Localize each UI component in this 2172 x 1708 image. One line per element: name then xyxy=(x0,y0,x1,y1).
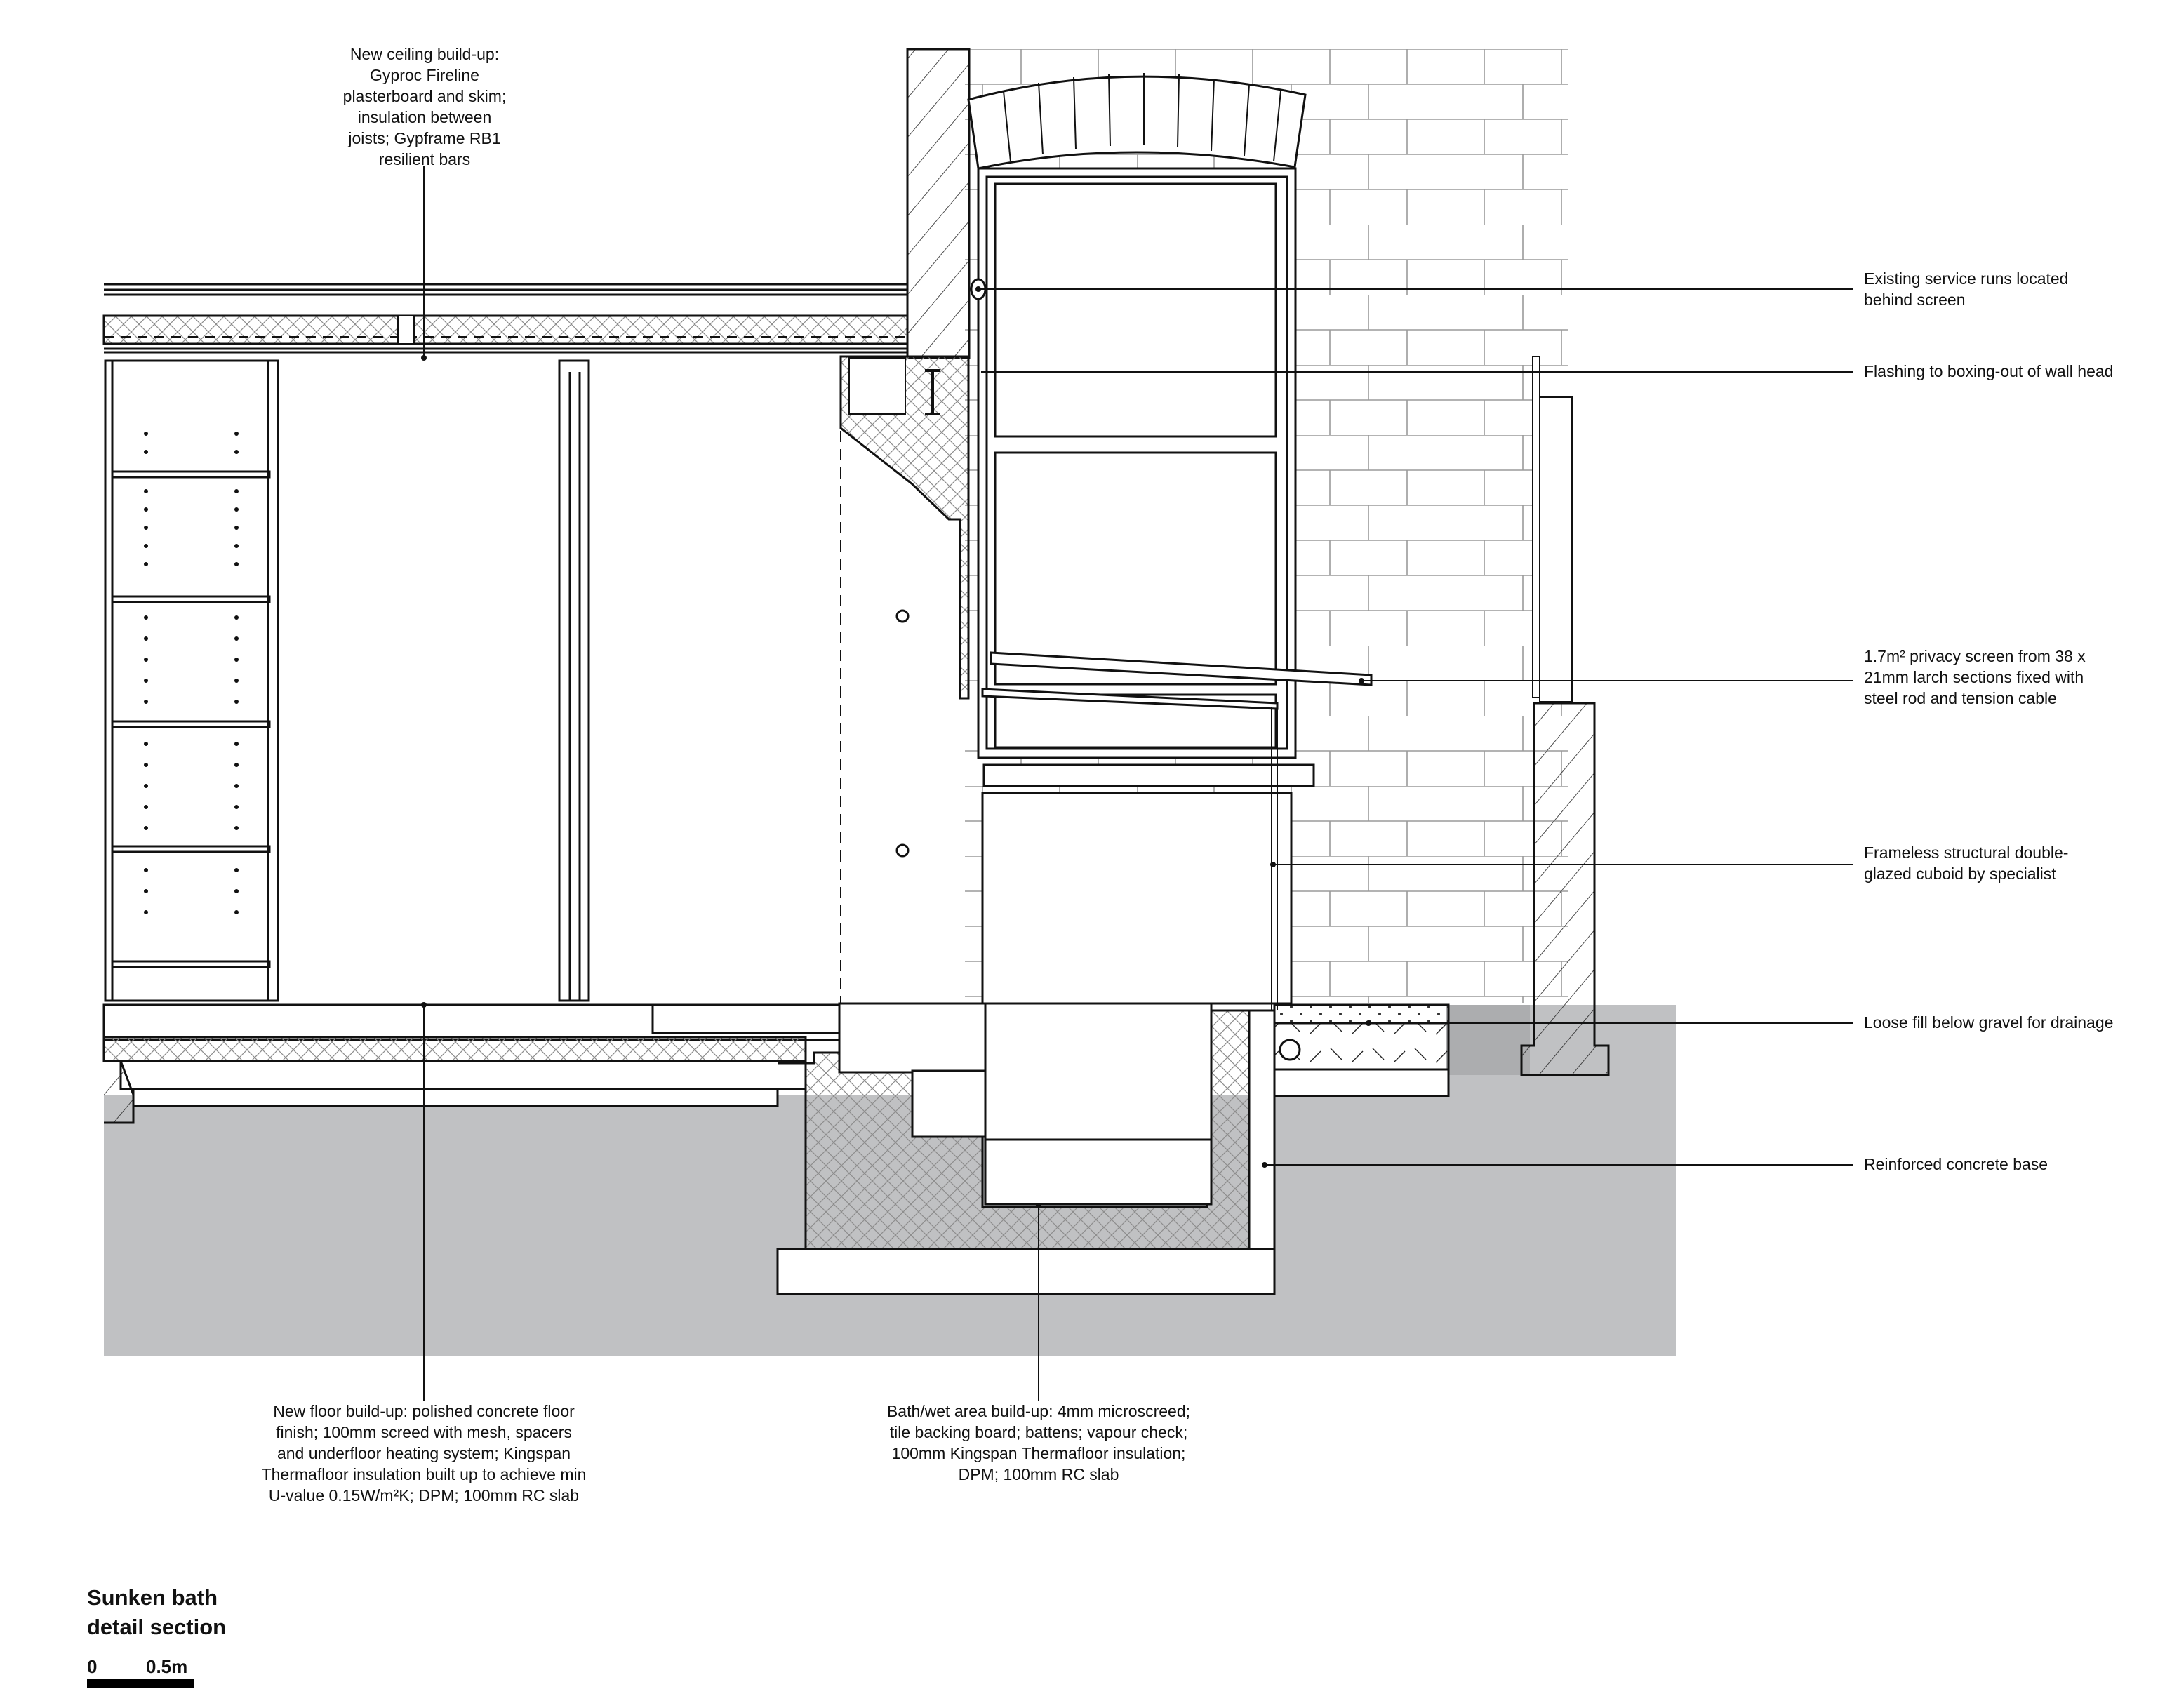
service-pipe-icons xyxy=(895,278,987,858)
scale-bar-labels: 0 0.5m xyxy=(87,1656,195,1679)
annotation-ceiling: New ceiling build-up: Gyproc Fireline pl… xyxy=(342,45,507,168)
leader-lines xyxy=(421,166,1853,1401)
masonry-wall-section xyxy=(906,48,971,359)
annotation-flashing: Flashing to boxing-out of wall head xyxy=(1864,362,2114,380)
gravel-drainage xyxy=(1273,1003,1450,1097)
annotation-concrete-base: Reinforced concrete base xyxy=(1864,1155,2048,1173)
scale-end-label: 0.5m xyxy=(146,1656,188,1677)
floor-buildup xyxy=(102,1003,842,1124)
scale-start-label: 0 xyxy=(87,1656,98,1677)
ceiling-buildup xyxy=(102,283,909,354)
scale-bar-graphic xyxy=(87,1679,194,1688)
annotation-glazed-cuboid: Frameless structural double- glazed cubo… xyxy=(1864,843,2069,883)
scale-bar: 0 0.5m xyxy=(87,1656,195,1688)
garden-wall xyxy=(1520,356,1610,1076)
partition-door xyxy=(558,359,590,1002)
glazed-cuboid xyxy=(977,167,1315,1005)
drawing-title: Sunken bath detail section xyxy=(87,1585,227,1639)
wall-head-boxing xyxy=(839,355,970,1010)
window-arch xyxy=(967,73,1307,170)
sunken-bath xyxy=(776,1002,1276,1295)
shelving-unit xyxy=(104,359,279,1002)
privacy-screen-rod xyxy=(981,651,1373,1010)
annotation-service-runs: Existing service runs located behind scr… xyxy=(1864,269,2069,309)
annotation-bath-buildup: Bath/wet area build-up: 4mm microscreed;… xyxy=(886,1402,1191,1483)
annotation-floor-buildup: New floor build-up: polished concrete fl… xyxy=(261,1402,587,1504)
annotation-loose-fill: Loose fill below gravel for drainage xyxy=(1864,1013,2114,1032)
annotation-privacy-screen: 1.7m² privacy screen from 38 x 21mm larc… xyxy=(1864,647,2086,707)
